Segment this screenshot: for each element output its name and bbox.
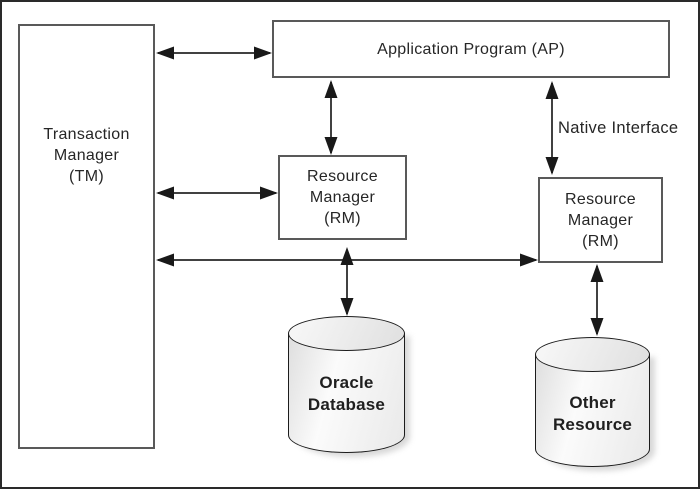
arrow-ap-rm-right-native-interface (545, 81, 559, 175)
node-resource-manager-middle: Resource Manager (RM) (278, 155, 407, 240)
arrow-rm-right-other-resource (590, 264, 604, 336)
label-line: (RM) (582, 232, 619, 250)
label-line: Resource (565, 190, 636, 208)
cylinder-body (535, 354, 650, 467)
label-line: Transaction (43, 126, 130, 143)
label-line: Oracle (319, 373, 374, 392)
oracle-database-label: Oracle Database (288, 372, 405, 416)
cylinder-body (288, 333, 405, 453)
other-resource-label: Other Resource (535, 392, 650, 436)
cylinder-top-ellipse (535, 337, 650, 372)
label-line: Manager (53, 147, 120, 164)
native-interface-label: Native Interface (558, 119, 679, 137)
label-line: Manager (567, 211, 634, 229)
transaction-manager-label: Transaction Manager (TM) (43, 26, 129, 187)
other-resource-cylinder: Other Resource (535, 337, 655, 471)
resource-manager-label: Resource Manager (RM) (307, 166, 378, 229)
arrow-tm-rm-mid (156, 186, 278, 200)
oracle-database-cylinder: Oracle Database (288, 316, 410, 457)
label-line: (TM) (69, 168, 104, 185)
node-resource-manager-right: Resource Manager (RM) (538, 177, 663, 263)
label-line: Manager (309, 189, 376, 206)
arrow-ap-rm-mid (324, 80, 338, 155)
resource-manager-label: Resource Manager (RM) (565, 189, 636, 252)
cylinder-top-ellipse (288, 316, 405, 351)
arrow-bus-oracle-database (340, 247, 354, 316)
label-line: Resource (307, 168, 378, 185)
node-application-program: Application Program (AP) (272, 20, 670, 78)
label-line: (RM) (324, 210, 361, 227)
label-line: Other (569, 393, 616, 412)
label-line: Resource (552, 415, 633, 434)
application-program-label: Application Program (AP) (377, 40, 565, 58)
label-line: Database (307, 395, 386, 414)
arrow-tm-ap (156, 46, 272, 60)
node-transaction-manager: Transaction Manager (TM) (18, 24, 155, 449)
